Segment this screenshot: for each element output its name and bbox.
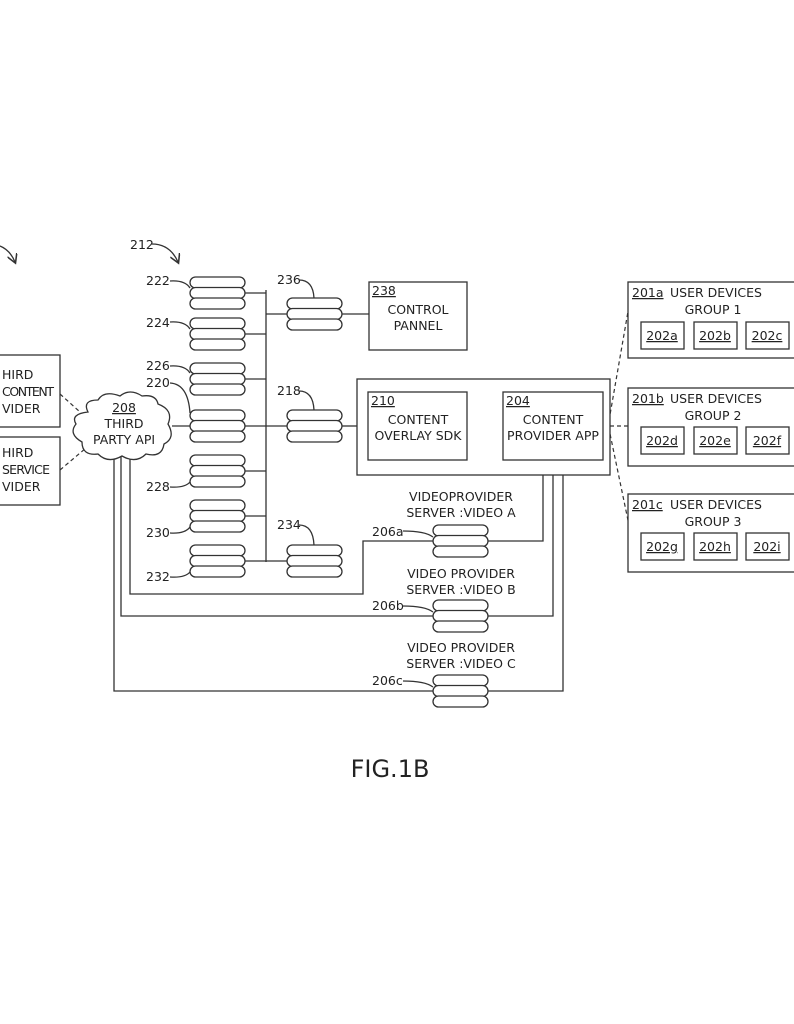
video-server-c: VIDEO PROVIDER SERVER :VIDEO C 206c <box>372 640 516 688</box>
svg-text:OVERLAY SDK: OVERLAY SDK <box>375 428 463 443</box>
server-stack-230 <box>189 499 246 533</box>
video-server-stack-206b <box>432 599 489 633</box>
svg-text:SERVER :VIDEO A: SERVER :VIDEO A <box>406 505 516 520</box>
svg-text:201b: 201b <box>632 391 664 406</box>
system-ref-arrow <box>0 245 15 262</box>
device-202c: 202c <box>752 328 783 343</box>
svg-text:USER DEVICES: USER DEVICES <box>670 497 762 512</box>
svg-text:USER DEVICES: USER DEVICES <box>670 391 762 406</box>
device-202i: 202i <box>753 539 780 554</box>
svg-text:206a: 206a <box>372 524 404 539</box>
svg-text:224: 224 <box>146 315 170 330</box>
server-stack-236 <box>286 297 343 331</box>
svg-text:VIDER: VIDER <box>2 401 41 416</box>
svg-text:GROUP 1: GROUP 1 <box>685 302 742 317</box>
svg-text:VIDEO PROVIDER: VIDEO PROVIDER <box>407 566 515 581</box>
svg-text:PROVIDER APP: PROVIDER APP <box>507 428 599 443</box>
video-server-a: VIDEOPROVIDER SERVER :VIDEO A 206a <box>372 489 516 539</box>
svg-text:228: 228 <box>146 479 170 494</box>
user-devices-group-3: 201c USER DEVICES GROUP 3 202g 202h 202i <box>627 493 794 573</box>
svg-text:SERVICE: SERVICE <box>2 462 50 477</box>
svg-text:GROUP 3: GROUP 3 <box>685 514 742 529</box>
svg-text:238: 238 <box>372 283 396 298</box>
device-202h: 202h <box>699 539 731 554</box>
video-server-stack-206a <box>432 524 489 558</box>
svg-text:HIRD: HIRD <box>2 367 33 382</box>
svg-text:VIDER: VIDER <box>2 479 41 494</box>
figure-label: FIG.1B <box>351 755 430 783</box>
control-panel-box: 238 CONTROL PANNEL <box>368 281 468 351</box>
svg-text:CONTENT: CONTENT <box>523 412 584 427</box>
svg-text:VIDEOPROVIDER: VIDEOPROVIDER <box>409 489 513 504</box>
svg-text:201a: 201a <box>632 285 664 300</box>
user-devices-group-2: 201b USER DEVICES GROUP 2 202d 202e 202f <box>627 387 794 467</box>
server-stack-224 <box>189 317 246 351</box>
cloud-ref: 208 <box>112 400 136 415</box>
arrow-212 <box>151 243 178 262</box>
svg-text:HIRD: HIRD <box>2 445 33 460</box>
third-party-content-provider-box: HIRD CONTENT VIDER <box>0 354 61 428</box>
svg-text:206c: 206c <box>372 673 403 688</box>
svg-text:230: 230 <box>146 525 170 540</box>
svg-text:SERVER :VIDEO B: SERVER :VIDEO B <box>406 582 515 597</box>
device-202f: 202f <box>753 433 782 448</box>
content-overlay-sdk-box: 210 CONTENT OVERLAY SDK <box>367 391 468 461</box>
svg-text:VIDEO PROVIDER: VIDEO PROVIDER <box>407 640 515 655</box>
video-server-b: VIDEO PROVIDER SERVER :VIDEO B 206b <box>372 566 516 613</box>
svg-text:201c: 201c <box>632 497 663 512</box>
cloud-line2: PARTY API <box>93 432 155 447</box>
cloud-line1: THIRD <box>103 416 143 431</box>
device-202b: 202b <box>699 328 731 343</box>
svg-text:CONTENT: CONTENT <box>2 384 54 399</box>
device-202d: 202d <box>646 433 678 448</box>
svg-text:236: 236 <box>277 272 301 287</box>
server-stack-228 <box>189 454 246 488</box>
user-devices-group-1: 201a USER DEVICES GROUP 1 202a 202b 202c <box>627 281 794 359</box>
server-stack-222 <box>189 276 246 310</box>
svg-text:CONTROL: CONTROL <box>387 302 448 317</box>
server-stack-232 <box>189 544 246 578</box>
content-provider-app-box: 204 CONTENT PROVIDER APP <box>502 391 604 461</box>
svg-text:234: 234 <box>277 517 301 532</box>
reference-labels: 222 224 226 220 228 230 232 236 218 234 <box>146 272 315 584</box>
video-server-stack-206c <box>432 674 489 708</box>
svg-text:218: 218 <box>277 383 301 398</box>
svg-text:204: 204 <box>506 393 530 408</box>
svg-text:USER DEVICES: USER DEVICES <box>670 285 762 300</box>
device-202g: 202g <box>646 539 678 554</box>
device-202e: 202e <box>699 433 731 448</box>
svg-text:226: 226 <box>146 358 170 373</box>
server-stack-234 <box>286 544 343 578</box>
server-stack-226 <box>189 362 246 396</box>
svg-text:210: 210 <box>371 393 395 408</box>
svg-text:206b: 206b <box>372 598 404 613</box>
server-stack-220 <box>189 409 246 443</box>
svg-text:PANNEL: PANNEL <box>394 318 443 333</box>
third-party-service-provider-box: HIRD SERVICE VIDER <box>0 436 61 506</box>
device-202a: 202a <box>646 328 678 343</box>
svg-text:SERVER :VIDEO C: SERVER :VIDEO C <box>406 656 516 671</box>
third-party-api-cloud: 208 THIRD PARTY API <box>72 391 172 461</box>
server-stack-218 <box>286 409 343 443</box>
svg-text:220: 220 <box>146 375 170 390</box>
svg-text:222: 222 <box>146 273 170 288</box>
svg-text:232: 232 <box>146 569 170 584</box>
svg-text:GROUP 2: GROUP 2 <box>685 408 742 423</box>
svg-text:CONTENT: CONTENT <box>388 412 449 427</box>
ref-212: 212 <box>130 237 154 252</box>
